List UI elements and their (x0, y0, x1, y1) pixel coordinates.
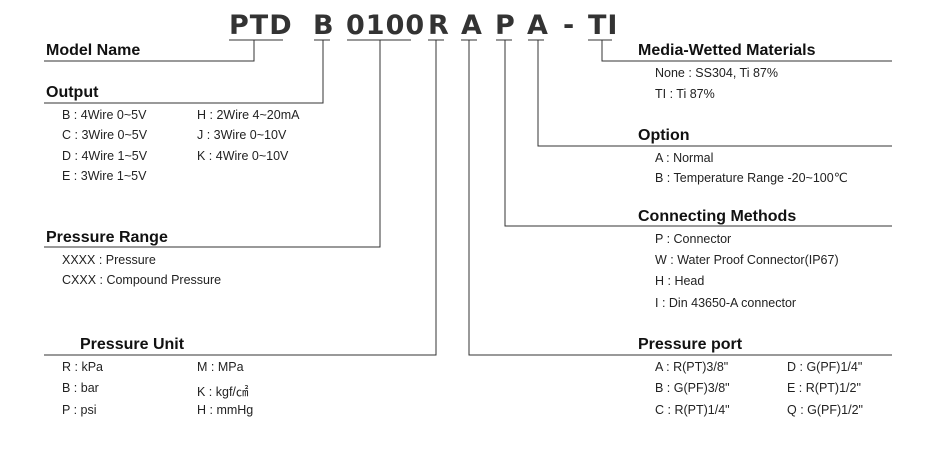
output-option: H : 2Wire 4~20mA (197, 108, 300, 122)
line-media-wetted (601, 40, 892, 62)
output-option: B : 4Wire 0~5V (62, 108, 147, 122)
pressure-port-option: C : R(PT)1/4" (655, 403, 730, 417)
pressure-port-title: Pressure port (638, 336, 743, 353)
code-output: B (313, 10, 335, 41)
line-option (537, 40, 892, 147)
connecting-method-option: P : Connector (655, 232, 732, 246)
pressure-port-option: D : G(PF)1/4" (787, 360, 863, 374)
pressure-unit-option: P : psi (62, 403, 97, 417)
pressure-port-option: E : R(PT)1/2" (787, 381, 861, 395)
line-pressure-port (468, 40, 892, 356)
output-option: K : 4Wire 0~10V (197, 149, 289, 163)
pressure-range-option: CXXX : Compound Pressure (62, 273, 222, 287)
output-option: D : 4Wire 1~5V (62, 149, 148, 163)
code-material: TI (588, 10, 619, 41)
line-pressure-range (44, 40, 381, 248)
connecting-methods-title: Connecting Methods (638, 208, 797, 225)
pressure-unit-title: Pressure Unit (80, 336, 185, 353)
output-title: Output (46, 84, 99, 101)
line-pressure-unit (44, 40, 437, 356)
line-output (44, 40, 324, 104)
media-wetted-option: None : SS304, Ti 87% (655, 66, 778, 80)
connecting-method-option: H : Head (655, 274, 705, 288)
media-wetted-option: TI : Ti 87% (655, 87, 715, 101)
pressure-port-option: B : G(PF)3/8" (655, 381, 730, 395)
pressure-unit-option: K : kgf/㎠ (197, 385, 249, 399)
output-option: C : 3Wire 0~5V (62, 128, 148, 142)
connecting-method-option: W : Water Proof Connector(IP67) (655, 253, 839, 267)
pressure-unit-option: H : mmHg (197, 403, 254, 417)
connecting-method-option: I : Din 43650-A connector (655, 296, 797, 310)
media-wetted-title: Media-Wetted Materials (638, 42, 816, 59)
pressure-port-option: Q : G(PF)1/2" (787, 403, 863, 417)
code-prefix: PTD (229, 10, 293, 41)
pressure-unit-option: B : bar (62, 381, 99, 395)
line-model-name (44, 40, 255, 62)
option-item: B : Temperature Range -20~100℃ (655, 171, 848, 185)
output-option: J : 3Wire 0~10V (197, 128, 287, 142)
code-range: 0100 (346, 10, 426, 41)
pressure-unit-option: R : kPa (62, 360, 103, 374)
code-port: A (461, 10, 483, 41)
code-option: A (527, 10, 549, 41)
output-option: E : 3Wire 1~5V (62, 169, 147, 183)
option-title: Option (638, 127, 690, 144)
code-method: P (495, 10, 516, 41)
pressure-range-option: XXXX : Pressure (62, 253, 156, 267)
pressure-range-title: Pressure Range (46, 229, 168, 246)
model-name-title: Model Name (46, 42, 141, 59)
line-connecting-methods (504, 40, 892, 227)
pressure-port-option: A : R(PT)3/8" (655, 360, 729, 374)
code-dash: - (563, 10, 576, 41)
pressure-unit-option: M : MPa (197, 360, 244, 374)
option-item: A : Normal (655, 151, 714, 165)
code-unit: R (428, 10, 450, 41)
